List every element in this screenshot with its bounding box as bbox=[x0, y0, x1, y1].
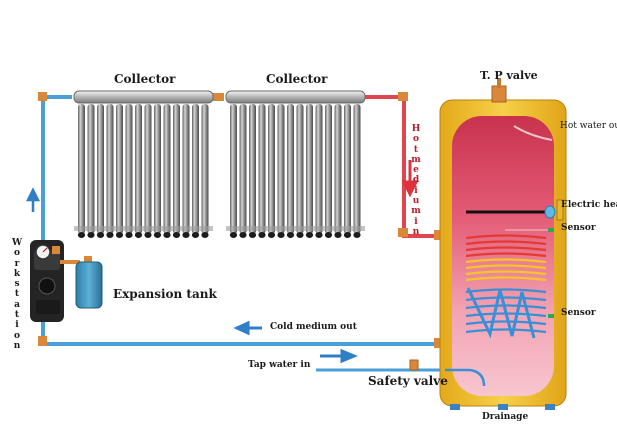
expansion-tank-label: Expansion tank bbox=[113, 287, 217, 301]
electric-heater-connector bbox=[544, 205, 556, 219]
vacuum-tube bbox=[287, 104, 294, 234]
vacuum-tube bbox=[116, 104, 123, 234]
copper-joint bbox=[398, 228, 408, 237]
arrow-icon bbox=[233, 320, 262, 336]
arrow-icon bbox=[25, 187, 41, 212]
heat-exchanger-coil bbox=[465, 234, 547, 339]
vacuum-tube bbox=[325, 104, 332, 234]
copper-joint bbox=[398, 92, 408, 101]
vacuum-tube bbox=[135, 104, 142, 234]
sensor-top-probe bbox=[548, 228, 554, 232]
cold-water-inlet-pipe bbox=[445, 368, 486, 387]
copper-joint bbox=[38, 92, 47, 101]
vacuum-tube bbox=[192, 104, 199, 234]
drainage-label: Drainage bbox=[482, 412, 529, 422]
cold-medium-out-label: Cold medium out bbox=[270, 322, 357, 332]
copper-joint bbox=[38, 336, 47, 346]
hot-water-out-pipe bbox=[513, 125, 553, 141]
vacuum-tube bbox=[334, 104, 342, 234]
vacuum-tube bbox=[144, 104, 152, 234]
collector-right bbox=[225, 90, 366, 238]
tap-water-in-label: Tap water in bbox=[248, 360, 311, 370]
tank-foot bbox=[545, 404, 555, 410]
vacuum-tube bbox=[315, 104, 323, 234]
collector-right-label: Collector bbox=[266, 72, 328, 86]
work-station-pump bbox=[30, 240, 80, 322]
copper-joint bbox=[212, 93, 224, 101]
vacuum-tube bbox=[154, 104, 161, 234]
sensor-top-label: Sensor bbox=[561, 223, 596, 233]
tank-foot bbox=[450, 404, 460, 410]
collector-left bbox=[73, 90, 214, 238]
vacuum-tube bbox=[306, 104, 313, 234]
vacuum-tube bbox=[106, 104, 114, 234]
flow-arrows bbox=[25, 160, 419, 364]
sensor-bottom-probe bbox=[548, 314, 554, 318]
tank-inner bbox=[452, 116, 554, 396]
hot-water-out-label: Hot water out bbox=[560, 121, 617, 131]
safety-valve bbox=[409, 359, 419, 371]
vacuum-tube bbox=[258, 104, 266, 234]
drainage-valve bbox=[498, 404, 508, 410]
vacuum-tube bbox=[344, 104, 351, 234]
sensor-bottom-label: Sensor bbox=[561, 308, 596, 318]
safety-valve-label: Safety valve bbox=[368, 374, 448, 388]
vacuum-tube bbox=[125, 104, 133, 234]
cold-medium-pipe bbox=[41, 300, 445, 346]
vacuum-tube bbox=[182, 104, 190, 234]
tp-valve-label: T. P valve bbox=[480, 69, 538, 82]
hot-medium-pipe bbox=[357, 95, 445, 238]
tp-valve bbox=[491, 78, 507, 103]
vacuum-tube bbox=[296, 104, 304, 234]
vacuum-tube bbox=[230, 104, 237, 234]
vacuum-tube bbox=[353, 104, 361, 234]
vacuum-tube bbox=[173, 104, 180, 234]
vacuum-tube bbox=[239, 104, 247, 234]
vacuum-tube bbox=[163, 104, 171, 234]
arrow-icon bbox=[401, 160, 419, 198]
vacuum-tube bbox=[277, 104, 285, 234]
valve-icon bbox=[491, 85, 507, 103]
expansion-tank bbox=[75, 256, 103, 309]
storage-tank bbox=[409, 78, 567, 410]
vacuum-tube bbox=[201, 104, 209, 234]
vacuum-tube bbox=[97, 104, 104, 234]
arrow-icon bbox=[320, 348, 358, 364]
vacuum-tube bbox=[87, 104, 95, 234]
vacuum-tube bbox=[78, 104, 85, 234]
vacuum-tube bbox=[249, 104, 256, 234]
vacuum-tube bbox=[268, 104, 275, 234]
electric-heat-label: Electric heat bbox=[561, 200, 617, 210]
collector-left-label: Collector bbox=[114, 72, 176, 86]
